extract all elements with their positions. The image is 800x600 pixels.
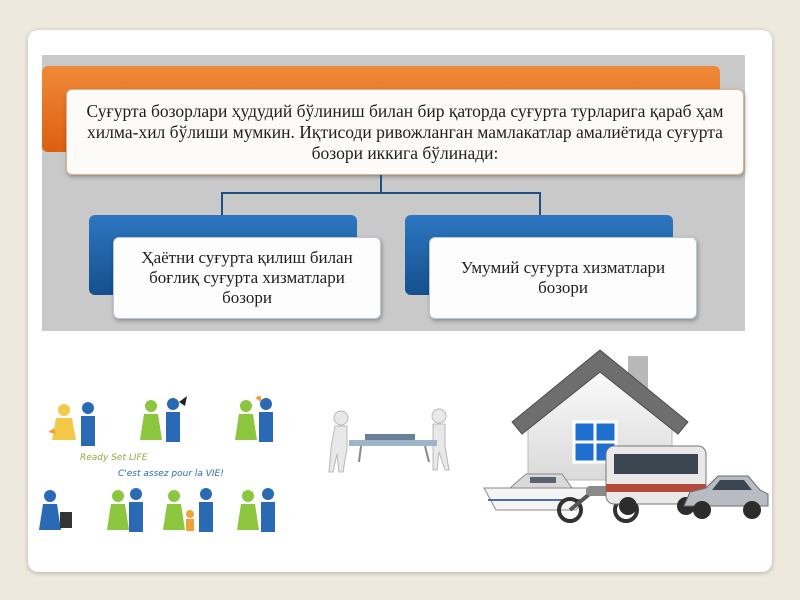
right-text-box: Умумий суғурта хизматлари бозори (429, 237, 697, 319)
logo-line2: C'est assez pour la VIE! (118, 469, 224, 479)
left-text: Ҳаётни суғурта қилиш билан боғлиқ суғурт… (141, 248, 353, 307)
top-text-box: Суғурта бозорлари ҳудудий бўлиниш билан … (66, 89, 744, 175)
right-text: Умумий суғурта хизматлари бозори (460, 258, 666, 297)
stretcher-figures-icon (328, 408, 450, 473)
boat-icon (483, 473, 593, 511)
car-icon (683, 475, 769, 519)
family-figures-icon (39, 395, 275, 532)
left-text-box: Ҳаётни суғурта қилиш билан боғлиқ суғурт… (113, 237, 381, 319)
logo-line1: Ready Set LIFE (80, 453, 148, 463)
top-text: Суғурта бозорлари ҳудудий бўлиниш билан … (86, 100, 724, 163)
bus-icon (605, 445, 707, 515)
